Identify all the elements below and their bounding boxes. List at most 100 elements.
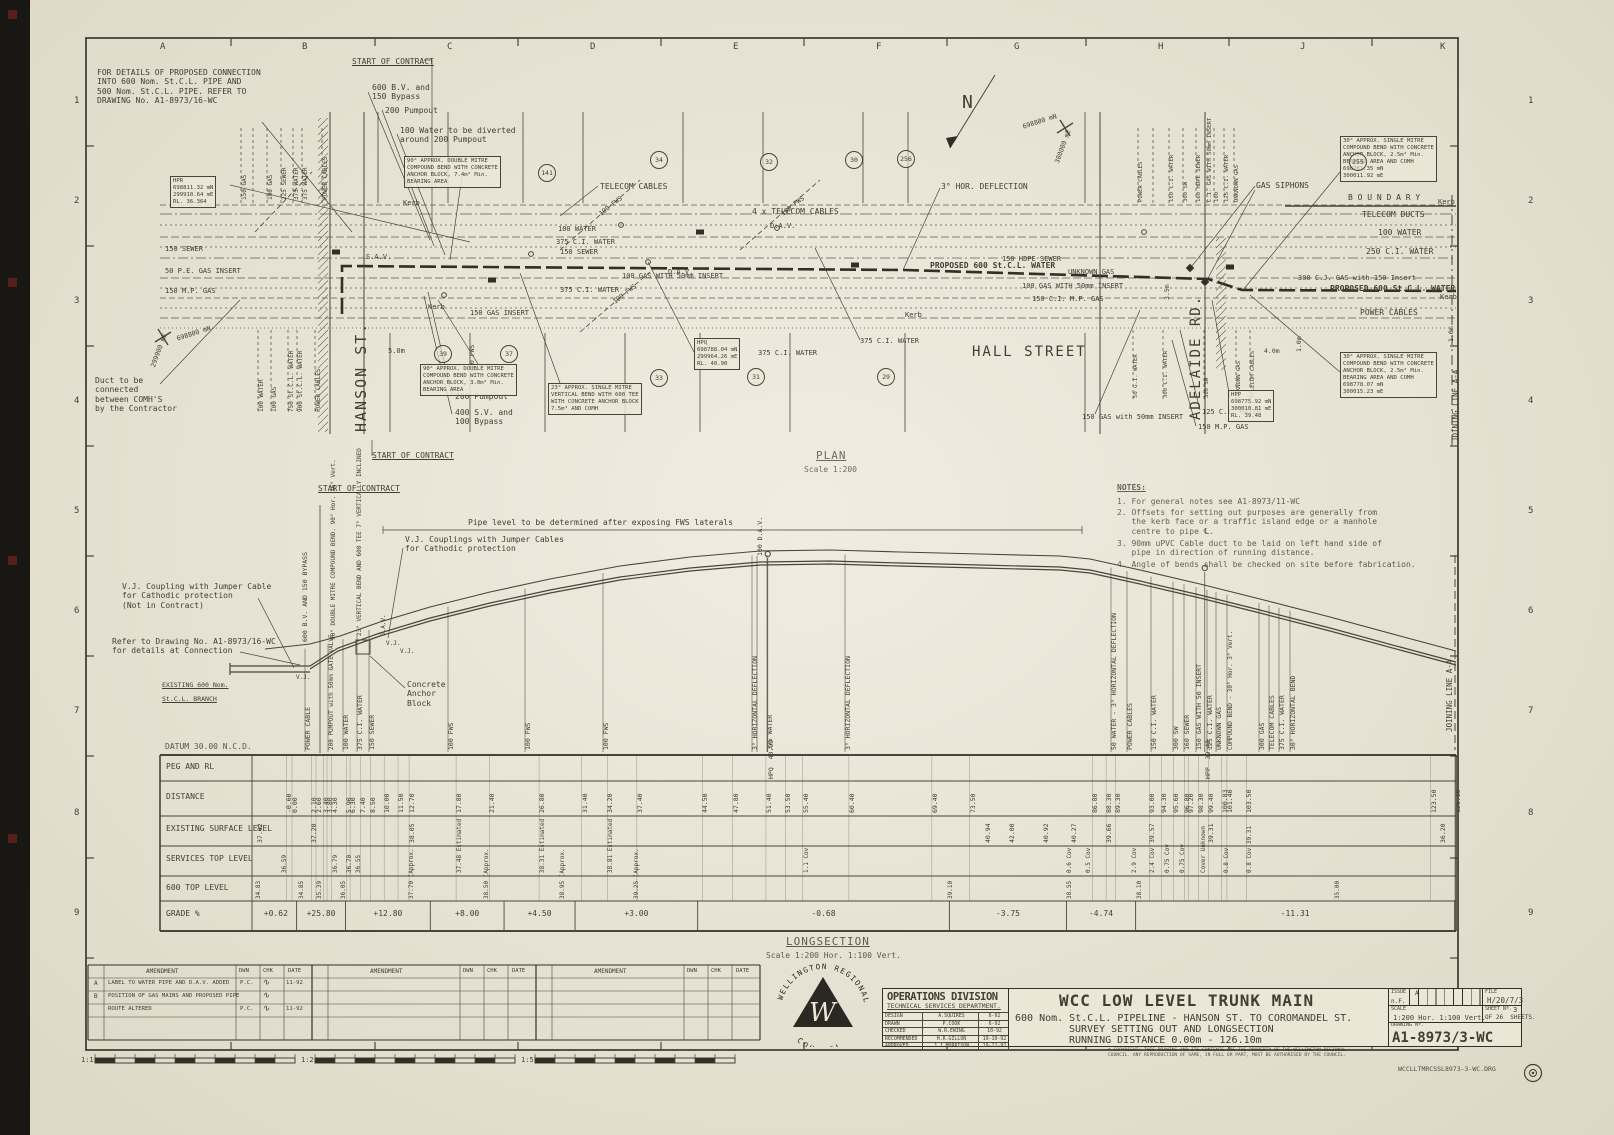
vertical-service-label: 300 SW [1172, 726, 1180, 750]
scale-bar-label: 1:1 [81, 1056, 94, 1064]
note-item: 3. 90mm uPVC Cable duct to be laid on le… [1117, 539, 1382, 558]
longsection-annotation: V.J. Coupling with Jumper Cable for Cath… [122, 582, 272, 610]
ops-subtitle: TECHNICAL SERVICES DEPARTMENT. [887, 1003, 1001, 1010]
grade-value: -0.68 [811, 909, 836, 918]
plan-annotation: 200 Pumpout [455, 392, 508, 401]
table-row-label: SERVICES TOP LEVEL [166, 854, 253, 863]
scale-bar-segment [435, 1058, 455, 1063]
plan-annotation: 100 GAS WITH 50mm INSERT [1022, 282, 1124, 290]
plan-annotation: 375 C.I. WATER [556, 238, 616, 246]
main-title: WCC LOW LEVEL TRUNK MAIN [1059, 991, 1315, 1010]
distance-value: 44.50 [701, 793, 710, 813]
valve-symbol [851, 262, 859, 268]
wrc-logo-svg: WELLINGTON REGIONAL COUNCIL W [776, 963, 870, 1047]
fws-line [254, 171, 313, 233]
grid-number: 7 [74, 706, 80, 716]
plan-annotation: 400 S.V. and 100 Bypass [455, 408, 513, 427]
grid-letter: J [1300, 42, 1306, 52]
lot-number: 256 [897, 150, 915, 168]
distance-value: 88.30 [1105, 793, 1114, 813]
pipe-level-value: 37.70 (Approx. [408, 848, 416, 899]
leader-line [369, 655, 406, 689]
notes-heading: NOTES: [1117, 483, 1146, 492]
surface-level-value: 39.66 [1105, 823, 1114, 843]
distance-value: 4.30 [330, 797, 339, 813]
fws-line [579, 271, 651, 333]
leader-line [519, 272, 561, 384]
vertical-service-label: 160 HDPE SEWER [1196, 154, 1202, 202]
plan-annotation: 150 GAS with 50mm INSERT [1082, 413, 1184, 421]
issue-grid [1409, 989, 1483, 1005]
scale-bar-segment [695, 1058, 715, 1063]
amendment-header: DATE [288, 968, 302, 974]
vertical-service-label: 300 SW [1204, 377, 1210, 398]
distance-value: 94.30 [1160, 793, 1169, 813]
grid-number: 5 [74, 506, 80, 516]
plan-annotation: 375 C.I. WATER [560, 286, 620, 294]
distance-value: 8.50 [369, 797, 378, 813]
vertical-service-label: 50 G.I. WATER [1133, 354, 1139, 398]
vertical-service-label: TELECOM CABLES [1268, 695, 1276, 750]
scale-bar-segment [535, 1058, 555, 1063]
vertical-service-label: UNKNOWN GAS [1234, 164, 1240, 202]
grid-letter: E [733, 42, 739, 52]
proposed-main-line [340, 264, 1457, 314]
ops-label: APPROVED [883, 1043, 923, 1050]
plan-annotation: Kerb [403, 199, 420, 207]
distance-value: 12.70 [408, 793, 417, 813]
grid-number: 3 [1528, 296, 1534, 306]
plan-annotation: 100 Water to be diverted around 200 Pump… [400, 126, 516, 145]
sheet-value: 3 [1513, 1006, 1518, 1014]
vertical-service-label: 600 B.V. AND 150 BYPASS [301, 551, 309, 642]
valve-symbol [696, 229, 704, 235]
ops-title: OPERATIONS DIVISION [887, 991, 998, 1003]
north-label: N [962, 92, 973, 113]
lot-number: 34 [650, 151, 668, 169]
scale-bar-segment [575, 1058, 595, 1063]
vertical-service-label: 50 WATER - 3° HORIZONTAL DEFLECTION [1110, 613, 1118, 750]
grid-letter: K [1440, 42, 1446, 52]
grid-letter: D [590, 42, 596, 52]
vertical-service-label: 200 PUMPOUT with 50mm GATE VALVE [328, 634, 335, 750]
divider [1389, 1005, 1521, 1006]
plan-annotation: 3.5m [1163, 284, 1171, 300]
leader-line [1211, 299, 1231, 399]
boxed-note: HPR 698811.32 mN 299910.64 mE RL. 36.364 [170, 176, 217, 208]
amendment-header: CHK [711, 968, 721, 974]
amendment-signature: ∿ [262, 991, 270, 1001]
plan-annotation: 100 WATER [1378, 228, 1422, 237]
services-level-value: 0.75 Cov [1178, 844, 1186, 873]
vertical-service-label: 3° HORIZONTAL DEFLECTION [751, 656, 759, 750]
distance-value: 95.60 [1172, 793, 1181, 813]
grade-value: +12.80 [373, 909, 403, 918]
distance-value: 53.50 [784, 793, 793, 813]
amendment-header: AMENDMENT [146, 968, 179, 975]
vertical-service-label: 150 C.I. WATER [1169, 154, 1175, 202]
registration-mark [8, 278, 17, 287]
table-row-label: 600 TOP LEVEL [166, 883, 229, 892]
stamp-icon [1523, 1063, 1543, 1083]
vertical-service-label: 100 WATER [342, 714, 350, 750]
grid-letter: F [876, 42, 882, 52]
distance-value: 34.20 [606, 793, 615, 813]
amendment-header: CHK [487, 968, 497, 974]
drawing-number: A1-8973/3-WC [1392, 1030, 1494, 1046]
services-level-value: 36.59 [280, 854, 288, 873]
plan-annotation: D.A.V. [668, 268, 694, 276]
scale-bar-segment [615, 1058, 635, 1063]
vertical-service-label: 150 C.I. WATER [1150, 695, 1158, 750]
amendment-header: AMENDMENT [594, 968, 627, 975]
grid-number: 6 [74, 606, 80, 616]
issue-label: ISSUE [1391, 989, 1407, 995]
scale-label: SCALE [1391, 1006, 1407, 1012]
services-level-value: 1.1 Cov [802, 847, 810, 873]
leader-line [647, 261, 695, 353]
ops-date: 10-92 [979, 1028, 1009, 1035]
vertical-service-label: 150 SEWER [368, 714, 376, 750]
subtitle-2: SURVEY SETTING OUT AND LONGSECTION [1069, 1024, 1274, 1035]
sheet-label: SHEET Nº. [1485, 1006, 1513, 1012]
distance-value: 31.40 [580, 793, 589, 813]
line [1059, 119, 1071, 137]
leader-line [239, 651, 301, 666]
surface-level-value: 37.20 [310, 823, 319, 843]
